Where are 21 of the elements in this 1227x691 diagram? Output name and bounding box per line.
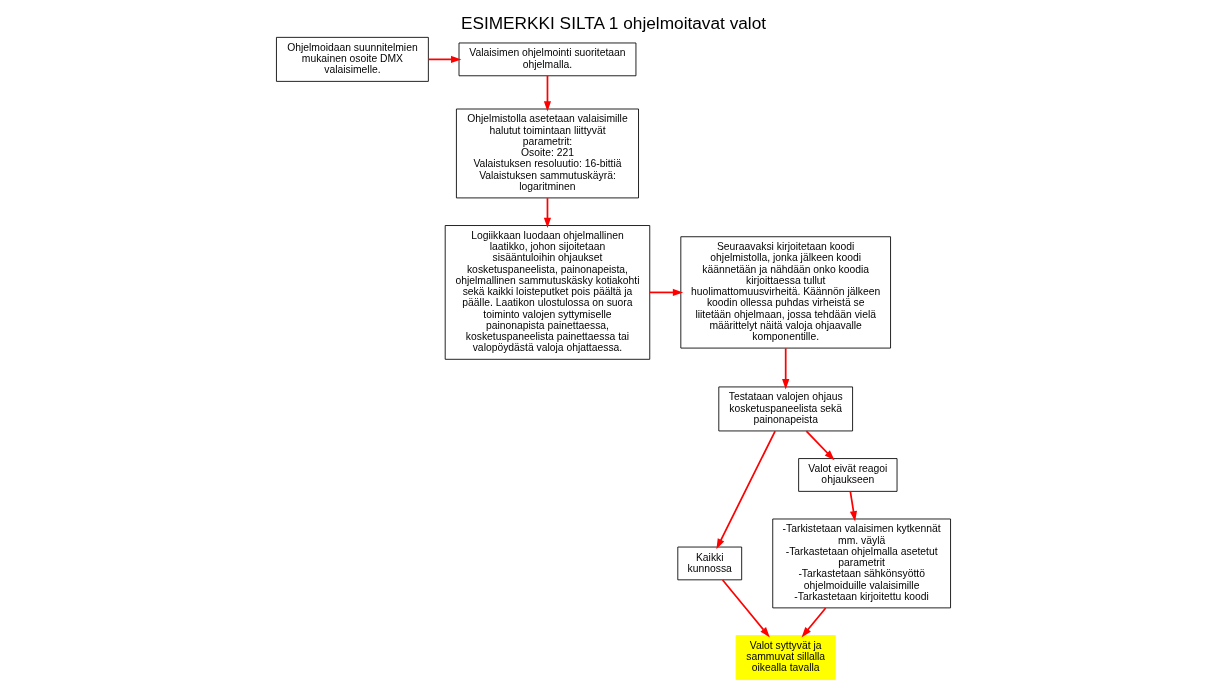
- node-box: Ohjelmistolla asetetaan valaisimille halutut toimintaan liittyvät parametrit: Osoite: 221 Valaistuksen resoluutio: 16-bittiä Valaistuksen sammutuskäyrä: logaritminen: [456, 108, 639, 199]
- arrow: [782, 347, 790, 390]
- node-box: Valot syttyvät ja sammuvat sillalla oikealla tavalla: [735, 635, 836, 680]
- arrow: [427, 55, 462, 63]
- node-box: -Tarkistetaan valaisimen kytkennät mm. väylä -Tarkastetaan ohjelmalla asetetut parametrit -Tarkastetaan sähkönsyöttö ohjelmoiduille valaisimille -Tarkastetaan kirjoitettu koodi: [772, 518, 951, 609]
- node-box: Ohjelmoidaan suunnitelmien mukainen osoite DMX valaisimelle.: [276, 36, 429, 82]
- arrow: [801, 607, 827, 638]
- arrow: [805, 430, 835, 461]
- node-box: Valaisimen ohjelmointi suoritetaan ohjelmalla.: [458, 42, 637, 77]
- arrow: [716, 430, 776, 550]
- arrow: [849, 490, 858, 522]
- arrow: [543, 197, 552, 229]
- arrow: [543, 75, 552, 112]
- node-box: Testataan valojen ohjaus kosketuspaneelista sekä painonapeista: [718, 386, 853, 432]
- node-box: Valot eivät reagoi ohjaukseen: [798, 458, 898, 492]
- node-box: Seuraavaksi kirjoitetaan koodi ohjelmistolla, jonka jälkeen koodi käännetään ja nähdään onko koodia kirjoittaessa tullut huolimattomuusvirheitä. Käännön jälkeen koodin ollessa puhdas virheistä se liitetään ohjelmaan, jossa tehdään vielä määrittelyt näitä valoja ohjaavalle komponentille.: [680, 236, 891, 349]
- arrow: [648, 288, 684, 297]
- node-box: Kaikki kunnossa: [677, 546, 743, 581]
- diagram-title: ESIMERKKI SILTA 1 ohjelmoitavat valot: [460, 12, 767, 33]
- node-box: Logiikkaan luodaan ohjelmallinen laatikko, johon sijoitetaan sisääntuloihin ohjaukset kosketuspaneelista, painonapeista, ohjelmallinen sammutuskäsky kotiakohti sekä kaikki loisteputket pois päältä ja päälle. Laatikon ulostulossa on suora toiminto valojen syttymiselle painonapista painettaessa, kosketuspaneelista painettaessa tai valopöydästä valoja ohjattaessa.: [444, 225, 651, 360]
- arrow: [721, 579, 770, 638]
